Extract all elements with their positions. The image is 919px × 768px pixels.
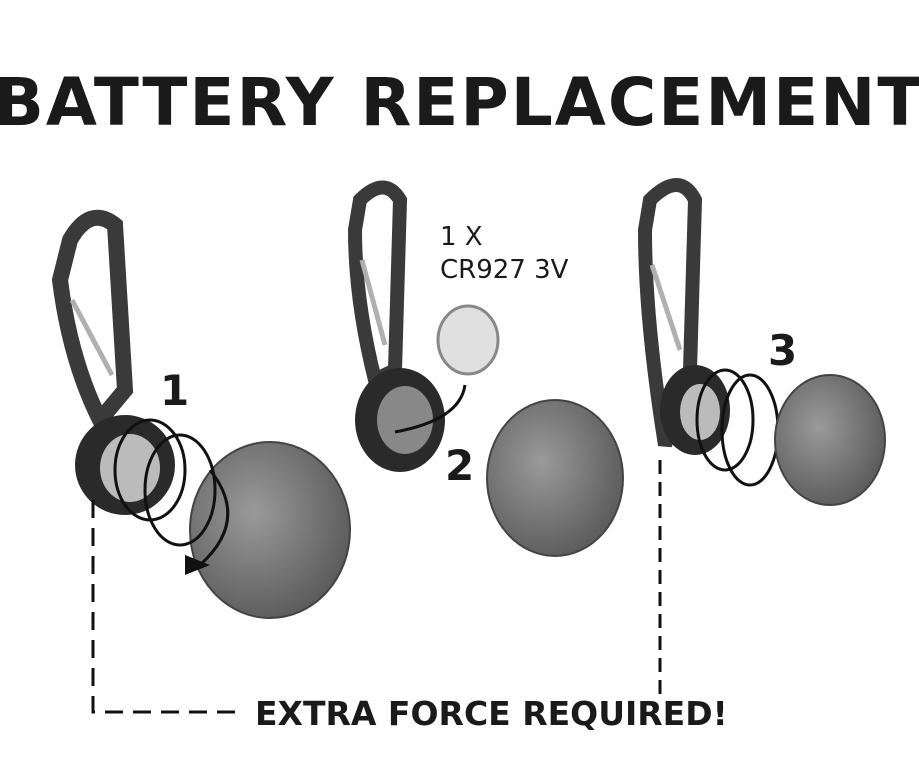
step-3-illustration: 3 bbox=[637, 178, 886, 506]
step-2-illustration: 1 X CR927 3V 2 bbox=[347, 180, 624, 557]
cap-3 bbox=[774, 374, 886, 506]
step-number-3: 3 bbox=[768, 326, 797, 375]
step-number-2: 2 bbox=[445, 441, 474, 490]
carabiner-clip-1 bbox=[51, 209, 134, 435]
clip-gate-2 bbox=[359, 259, 388, 346]
arrowhead-icon bbox=[185, 555, 210, 575]
coin-battery bbox=[436, 304, 500, 376]
step-number-1: 1 bbox=[160, 366, 189, 415]
clip-gate-3 bbox=[649, 264, 683, 351]
step-1-illustration: 1 bbox=[51, 209, 351, 619]
warning-text: EXTRA FORCE REQUIRED! bbox=[255, 694, 728, 733]
title: BATTERY REPLACEMENT bbox=[0, 64, 919, 141]
dashed-callout-line-1 bbox=[91, 500, 245, 714]
cap-2 bbox=[486, 399, 624, 557]
cap-1 bbox=[189, 441, 351, 619]
battery-type: CR927 3V bbox=[440, 255, 569, 285]
clip-gate-1 bbox=[69, 298, 115, 377]
battery-quantity: 1 X bbox=[440, 222, 483, 252]
insert-arrow-icon bbox=[394, 384, 467, 434]
carabiner-clip-2 bbox=[347, 180, 408, 391]
